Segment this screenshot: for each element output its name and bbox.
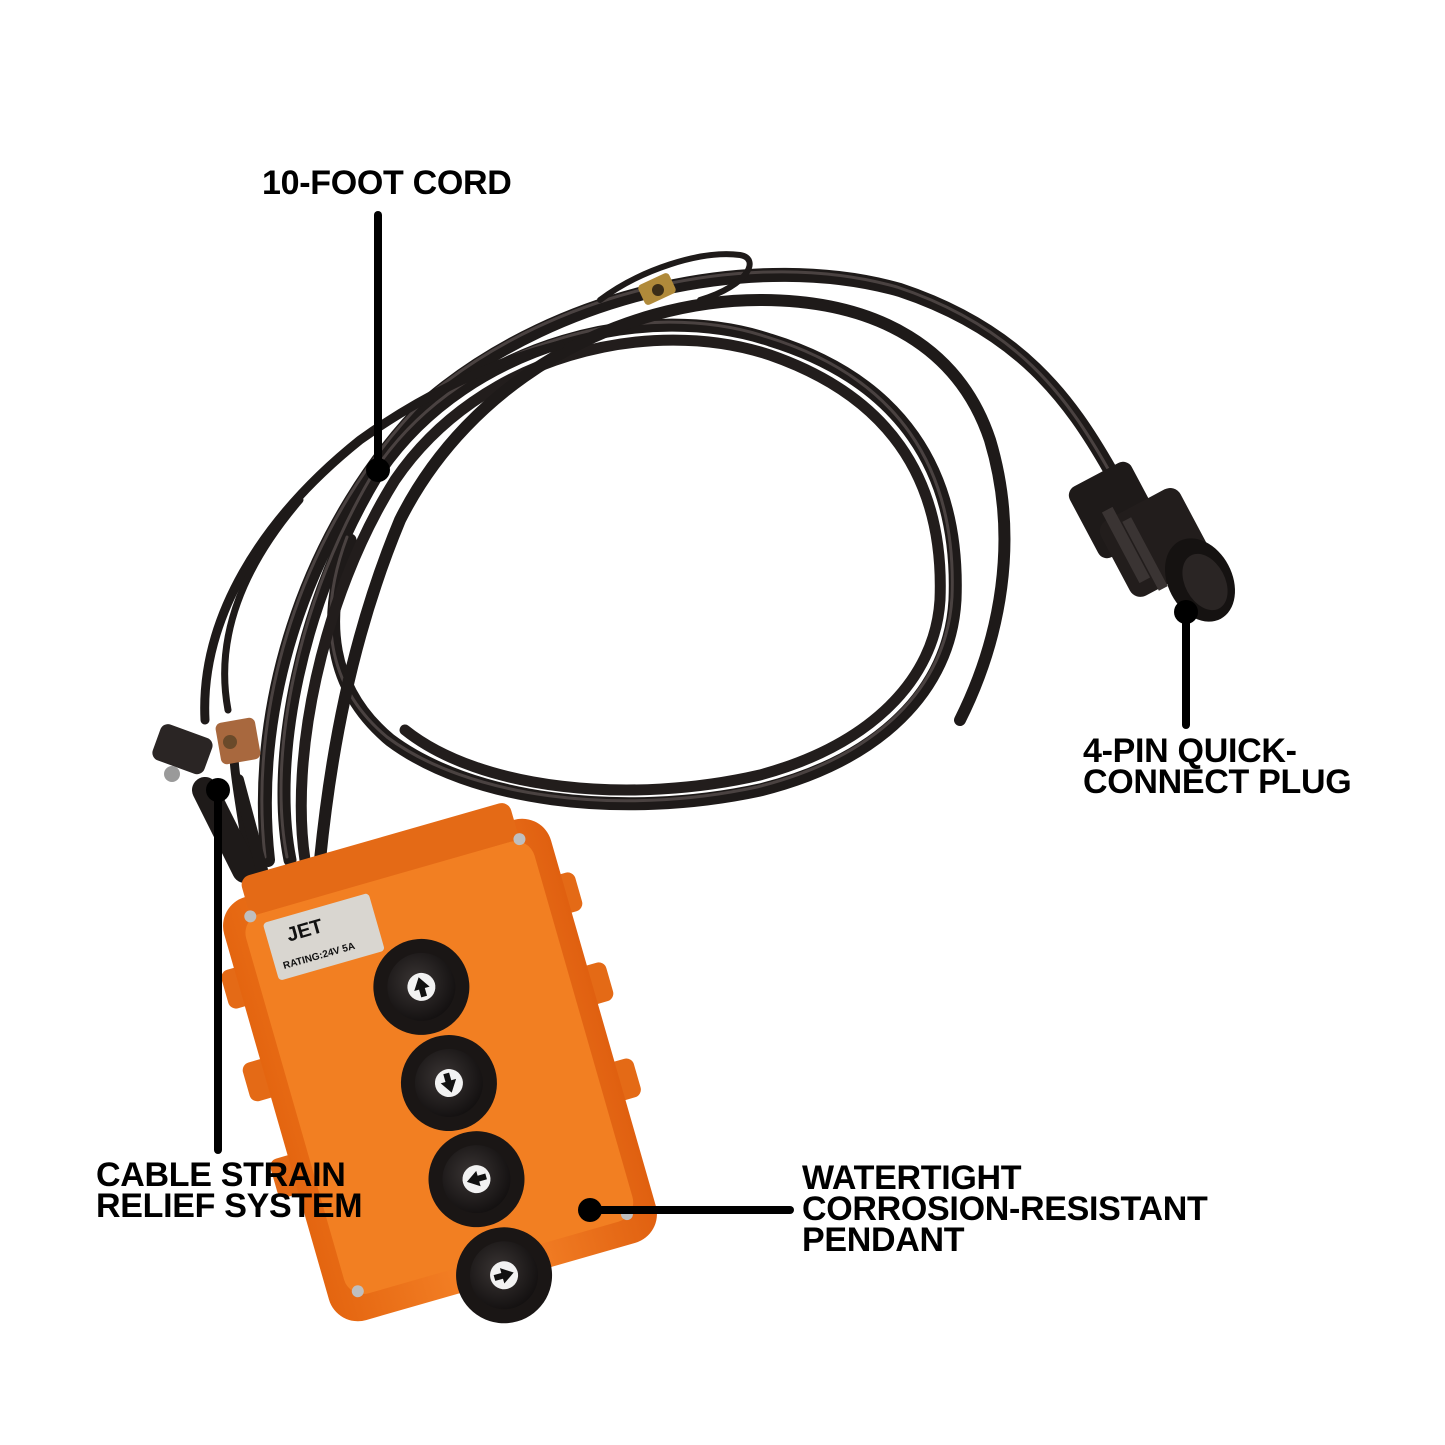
control-pendant: JET RATING:24V 5A xyxy=(221,803,657,1324)
up-arrow-icon xyxy=(414,977,430,998)
label-line: CONNECT PLUG xyxy=(1083,763,1352,801)
pendant-button-left xyxy=(428,1131,525,1228)
pendant-button-up xyxy=(373,938,470,1035)
label-line: RELIEF SYSTEM xyxy=(96,1187,363,1225)
right-arrow-icon xyxy=(493,1268,514,1284)
callout-dots xyxy=(206,458,1198,1222)
rating-plate xyxy=(263,893,384,980)
pendant-button-right xyxy=(456,1227,553,1324)
left-arrow-icon xyxy=(466,1170,487,1187)
strain-relief-clips xyxy=(152,717,268,883)
label-line: PENDANT xyxy=(802,1221,965,1259)
label-quick-connect-plug: 4-PIN QUICK- CONNECT PLUG xyxy=(1083,732,1352,801)
label-watertight-pendant: WATERTIGHT CORROSION-RESISTANT PENDANT xyxy=(802,1159,1208,1259)
label-10-foot-cord: 10-FOOT CORD xyxy=(262,164,512,202)
main-cord xyxy=(257,267,1192,867)
cable-clamp-top xyxy=(638,273,676,305)
down-arrow-icon xyxy=(440,1072,457,1093)
label-line: CABLE STRAIN xyxy=(96,1156,346,1194)
label-cable-strain-relief: CABLE STRAIN RELIEF SYSTEM xyxy=(96,1156,363,1225)
label-line: WATERTIGHT xyxy=(802,1159,1022,1197)
label-line: 10-FOOT CORD xyxy=(262,164,512,202)
label-line: 4-PIN QUICK- xyxy=(1083,732,1297,770)
label-line: CORROSION-RESISTANT xyxy=(802,1190,1208,1228)
cable-bundle xyxy=(200,251,1192,875)
quick-connect-plug xyxy=(1068,461,1236,622)
callout-lines xyxy=(214,211,1190,1214)
pendant-button-down xyxy=(400,1035,497,1132)
